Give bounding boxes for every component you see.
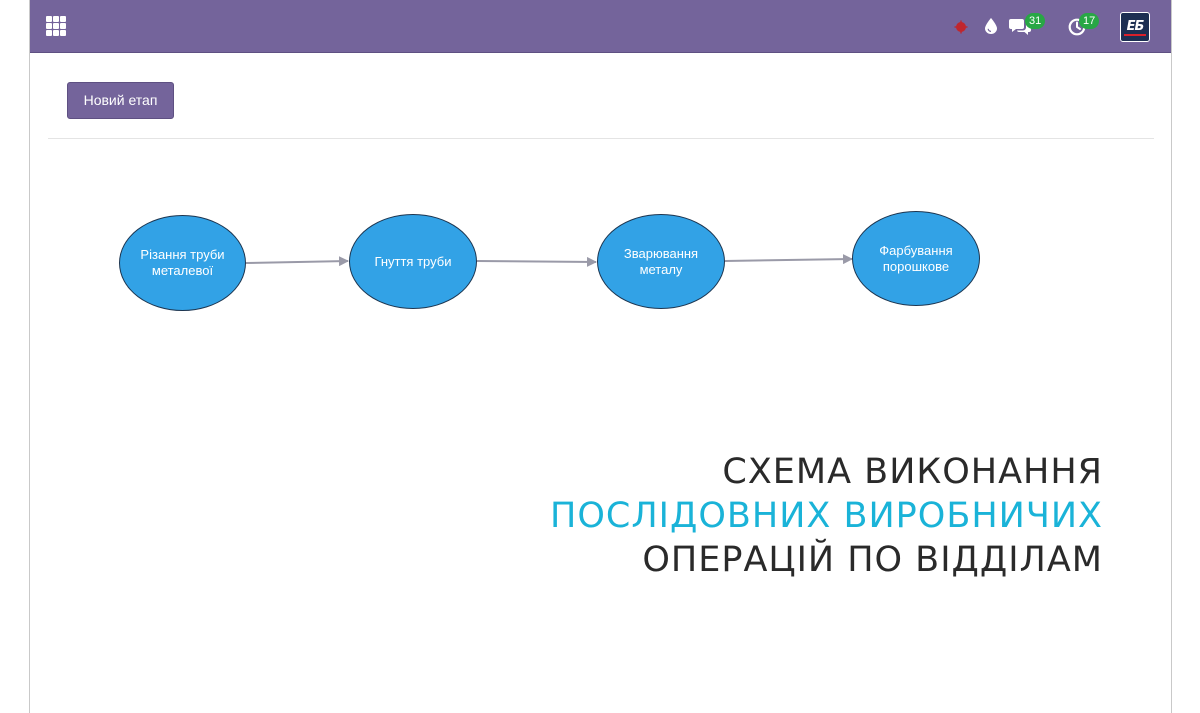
flow-edges [245,254,853,267]
activities-menu[interactable]: 17 [1068,0,1112,53]
flow-node-label: Зварювання металу [623,245,699,277]
app-window: 31 17 ЕБ Новий етап Різання труби метале… [29,0,1172,713]
flow-node-painting[interactable]: Фарбування порошкове [852,211,980,306]
user-avatar[interactable]: ЕБ [1120,12,1150,42]
apps-grid-icon[interactable] [46,16,66,36]
top-navbar: 31 17 ЕБ [30,0,1171,53]
headline-line-3: ОПЕРАЦІЙ ПО ВІДДІЛАМ [642,540,1103,580]
new-stage-button[interactable]: Новий етап [67,82,174,119]
flow-node-label: Гнуття труби [374,253,452,269]
flow-edge-3 [724,254,853,265]
control-panel-divider [48,138,1154,139]
water-drop-icon[interactable] [981,0,1001,53]
headline-line-2: ПОСЛІДОВНИХ ВИРОБНИЧИХ [550,496,1103,536]
messages-count-badge: 31 [1025,13,1046,29]
headline-line-1: СХЕМА ВИКОНАННЯ [722,452,1103,492]
flow-edge-2 [476,256,597,267]
flow-node-cutting[interactable]: Різання труби металевої [119,215,246,311]
flow-node-welding[interactable]: Зварювання металу [597,214,725,309]
flow-node-bending[interactable]: Гнуття труби [349,214,477,309]
flow-node-label: Фарбування порошкове [879,242,953,274]
flow-edge-1 [245,256,349,267]
activities-count-badge: 17 [1079,13,1100,29]
headline: СХЕМА ВИКОНАННЯ ПОСЛІДОВНИХ ВИРОБНИЧИХ О… [550,450,1103,582]
messages-menu[interactable]: 31 [1009,0,1053,53]
flow-node-label: Різання труби металевої [140,247,225,278]
systray: 31 17 ЕБ [911,0,1171,53]
red-dot-icon[interactable] [951,0,971,53]
